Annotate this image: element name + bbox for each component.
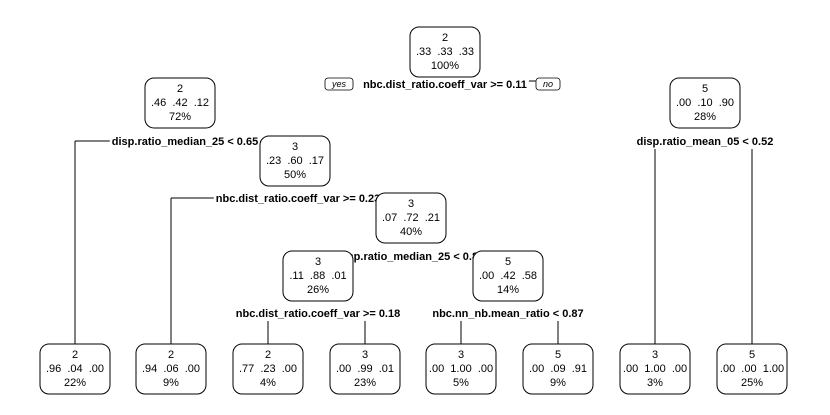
split-label-bg <box>213 192 383 206</box>
node-class: 3 <box>408 198 414 210</box>
node-box <box>375 192 447 244</box>
node-class: 2 <box>177 83 183 95</box>
node-probabilities: .11 .88 .01 <box>289 270 346 282</box>
node-box <box>232 343 304 395</box>
split-labels: nbc.dist_ratio.coeff_var >= 0.11 disp.rat… <box>109 78 776 321</box>
split-label-bg <box>430 307 586 321</box>
split-label-bg <box>634 135 776 149</box>
tree-nodes: 2 .33 .33 .33 100% 2 .46 .42 .12 72% 5 .00 .10 … <box>39 26 788 395</box>
node-box <box>425 343 497 395</box>
node-percent: 26% <box>307 284 329 296</box>
node-probabilities: .00 .99 .01 <box>336 363 394 375</box>
node-box <box>39 343 111 395</box>
node-class: 3 <box>362 349 368 361</box>
node-probabilities: .00 .10 .90 <box>676 97 734 109</box>
branch-tag-box-no <box>535 77 561 91</box>
node-class: 5 <box>555 349 561 361</box>
node-box <box>409 26 481 78</box>
node-box <box>144 77 216 129</box>
leaf-node: 2 .96 .04 .00 22% <box>39 343 111 395</box>
node-box <box>282 250 354 302</box>
node-class: 5 <box>749 349 755 361</box>
tree-node: 3 .23 .60 .17 50% <box>259 135 331 187</box>
node-probabilities: .00 .00 1.00 <box>720 363 784 375</box>
branch-tags: yes no <box>324 77 561 91</box>
leaf-node: 3 .00 1.00 .00 3% <box>619 343 691 395</box>
node-box <box>716 343 788 395</box>
node-percent: 9% <box>163 377 179 389</box>
node-percent: 25% <box>741 377 763 389</box>
node-probabilities: .00 .42 .58 <box>479 270 537 282</box>
node-box <box>135 343 207 395</box>
split-condition: nbc.dist_ratio.coeff_var >= 0.11 <box>363 79 527 91</box>
node-percent: 5% <box>453 377 469 389</box>
node-class: 5 <box>702 83 708 95</box>
tree-node: 3 .07 .72 .21 40% <box>375 192 447 244</box>
node-probabilities: .46 .42 .12 <box>151 97 209 109</box>
branch-tag-no: no <box>543 79 553 89</box>
node-percent: 100% <box>431 60 459 72</box>
node-percent: 28% <box>694 111 716 123</box>
node-probabilities: .07 .72 .21 <box>382 212 440 224</box>
leaf-node: 5 .00 .00 1.00 25% <box>716 343 788 395</box>
leaf-node: 5 .00 .09 .91 9% <box>522 343 594 395</box>
node-box <box>329 343 401 395</box>
branch-tag-box-yes <box>324 77 354 91</box>
node-probabilities: .94 .06 .00 <box>142 363 200 375</box>
node-class: 2 <box>72 349 78 361</box>
tree-node: 2 .46 .42 .12 72% <box>144 77 216 129</box>
node-box <box>472 250 544 302</box>
split-condition: disp.ratio_mean_05 < 0.52 <box>637 136 774 148</box>
tree-node: 2 .33 .33 .33 100% <box>409 26 481 78</box>
node-box <box>522 343 594 395</box>
tree-node: 5 .00 .10 .90 28% <box>669 77 741 129</box>
node-class: 2 <box>168 349 174 361</box>
split-label-bg <box>361 78 529 92</box>
node-class: 2 <box>442 32 448 44</box>
tree-node: 5 .00 .42 .58 14% <box>472 250 544 302</box>
node-class: 3 <box>652 349 658 361</box>
node-percent: 4% <box>260 377 276 389</box>
node-probabilities: .23 .60 .17 <box>266 155 324 167</box>
leaf-node: 2 .94 .06 .00 9% <box>135 343 207 395</box>
node-percent: 23% <box>354 377 376 389</box>
split-condition: nbc.nn_nb.mean_ratio < 0.87 <box>432 308 583 320</box>
branch-tag-yes: yes <box>331 79 347 89</box>
split-label-bg <box>233 307 403 321</box>
leaf-node: 3 .00 .99 .01 23% <box>329 343 401 395</box>
node-percent: 3% <box>647 377 663 389</box>
node-box <box>259 135 331 187</box>
node-probabilities: .00 1.00 .00 <box>623 363 687 375</box>
node-percent: 22% <box>64 377 86 389</box>
node-percent: 72% <box>169 111 191 123</box>
node-class: 2 <box>265 349 271 361</box>
node-box <box>619 343 691 395</box>
node-probabilities: .77 .23 .00 <box>239 363 297 375</box>
node-percent: 40% <box>400 226 422 238</box>
node-percent: 14% <box>497 284 519 296</box>
node-probabilities: .00 1.00 .00 <box>429 363 493 375</box>
node-class: 3 <box>315 256 321 268</box>
split-condition: nbc.dist_ratio.coeff_var >= 0.18 <box>236 308 400 320</box>
node-probabilities: .00 .09 .91 <box>529 363 587 375</box>
leaf-node: 3 .00 1.00 .00 5% <box>425 343 497 395</box>
split-label-bg <box>335 250 488 264</box>
node-box <box>669 77 741 129</box>
node-probabilities: .33 .33 .33 <box>416 46 474 58</box>
split-condition: disp.ratio_median_25 < 0.84 <box>338 251 485 263</box>
split-condition: nbc.dist_ratio.coeff_var >= 0.23 <box>216 193 380 205</box>
node-percent: 50% <box>284 169 306 181</box>
leaf-node: 2 .77 .23 .00 4% <box>232 343 304 395</box>
node-percent: 9% <box>550 377 566 389</box>
split-condition: disp.ratio_median_25 < 0.65 <box>112 136 258 148</box>
node-class: 3 <box>292 141 298 153</box>
tree-node: 3 .11 .88 .01 26% <box>282 250 354 302</box>
split-label-bg <box>109 135 261 149</box>
node-class: 3 <box>458 349 464 361</box>
node-probabilities: .96 .04 .00 <box>46 363 104 375</box>
node-class: 5 <box>505 256 511 268</box>
